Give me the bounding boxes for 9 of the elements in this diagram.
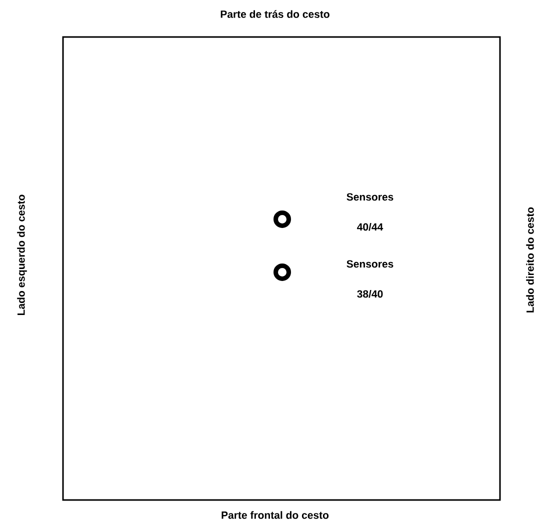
sensor-ring (274, 210, 291, 228)
side-label: Lado direito do cesto (526, 207, 534, 312)
basket-outline (62, 36, 501, 501)
side-label: Lado esquerdo do cesto (17, 194, 27, 315)
side-label: Parte frontal do cesto (222, 511, 329, 519)
sensor-ring (274, 264, 291, 281)
sensor-label: Sensores 38/40 (346, 260, 394, 298)
sensor-label: Sensores 40/44 (346, 193, 394, 231)
side-label: Parte de trás do cesto (220, 10, 330, 18)
